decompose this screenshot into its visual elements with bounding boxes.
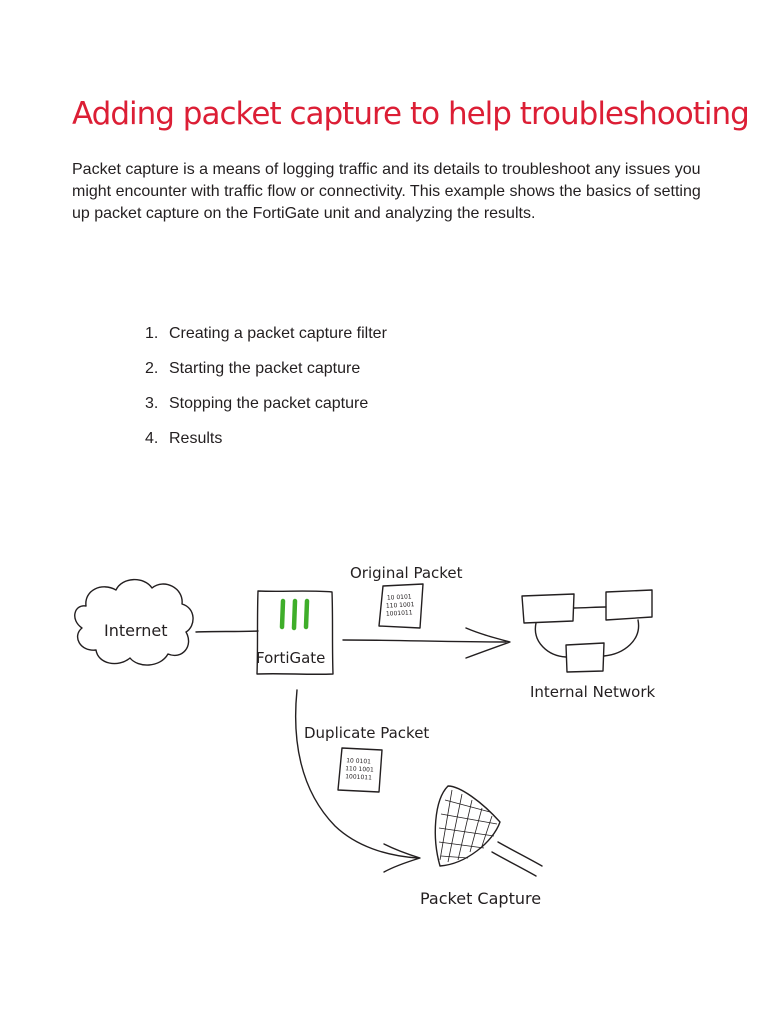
list-item: 2.Starting the packet capture bbox=[145, 358, 387, 393]
packet-bits: 110 1001 bbox=[386, 601, 415, 609]
arrow-head bbox=[466, 628, 510, 658]
intro-paragraph: Packet capture is a means of logging tra… bbox=[72, 159, 712, 225]
internal-network-label: Internal Network bbox=[530, 683, 656, 701]
net-rim bbox=[435, 786, 500, 866]
step-label: Starting the packet capture bbox=[169, 360, 360, 377]
network-link bbox=[535, 623, 566, 657]
packet-bits: 1001011 bbox=[345, 773, 372, 781]
network-node-icon bbox=[606, 590, 652, 620]
steps-list: 1.Creating a packet capture filter 2.Sta… bbox=[145, 323, 387, 463]
network-node-icon bbox=[566, 643, 604, 672]
fortigate-logo-icon bbox=[282, 601, 307, 628]
step-number: 3. bbox=[145, 393, 169, 415]
duplicate-packet-label: Duplicate Packet bbox=[304, 724, 429, 742]
packet-bits: 10 0101 bbox=[387, 593, 412, 601]
network-link bbox=[604, 620, 639, 656]
page-title: Adding packet capture to help troublesho… bbox=[72, 92, 752, 136]
packet-bits: 10 0101 bbox=[346, 757, 371, 765]
network-link bbox=[574, 607, 606, 608]
net-handle bbox=[492, 852, 536, 876]
list-item: 4.Results bbox=[145, 428, 387, 463]
internet-label: Internet bbox=[104, 621, 168, 640]
packet-bits: 1001011 bbox=[386, 609, 413, 617]
packet-bits: 110 1001 bbox=[345, 765, 374, 773]
packet-capture-diagram: Internet FortiGate Original Packet Inter… bbox=[0, 540, 768, 930]
list-item: 1.Creating a packet capture filter bbox=[145, 323, 387, 358]
original-packet-arrow bbox=[343, 640, 506, 642]
list-item: 3.Stopping the packet capture bbox=[145, 393, 387, 428]
step-number: 2. bbox=[145, 358, 169, 380]
step-label: Stopping the packet capture bbox=[169, 395, 368, 412]
fortigate-label: FortiGate bbox=[256, 649, 325, 667]
step-number: 4. bbox=[145, 428, 169, 450]
step-label: Results bbox=[169, 430, 222, 447]
original-packet-label: Original Packet bbox=[350, 564, 463, 582]
step-label: Creating a packet capture filter bbox=[169, 325, 387, 342]
step-number: 1. bbox=[145, 323, 169, 345]
link-line bbox=[196, 631, 258, 632]
net-handle bbox=[498, 842, 542, 866]
network-node-icon bbox=[522, 594, 574, 623]
packet-capture-label: Packet Capture bbox=[420, 889, 541, 908]
